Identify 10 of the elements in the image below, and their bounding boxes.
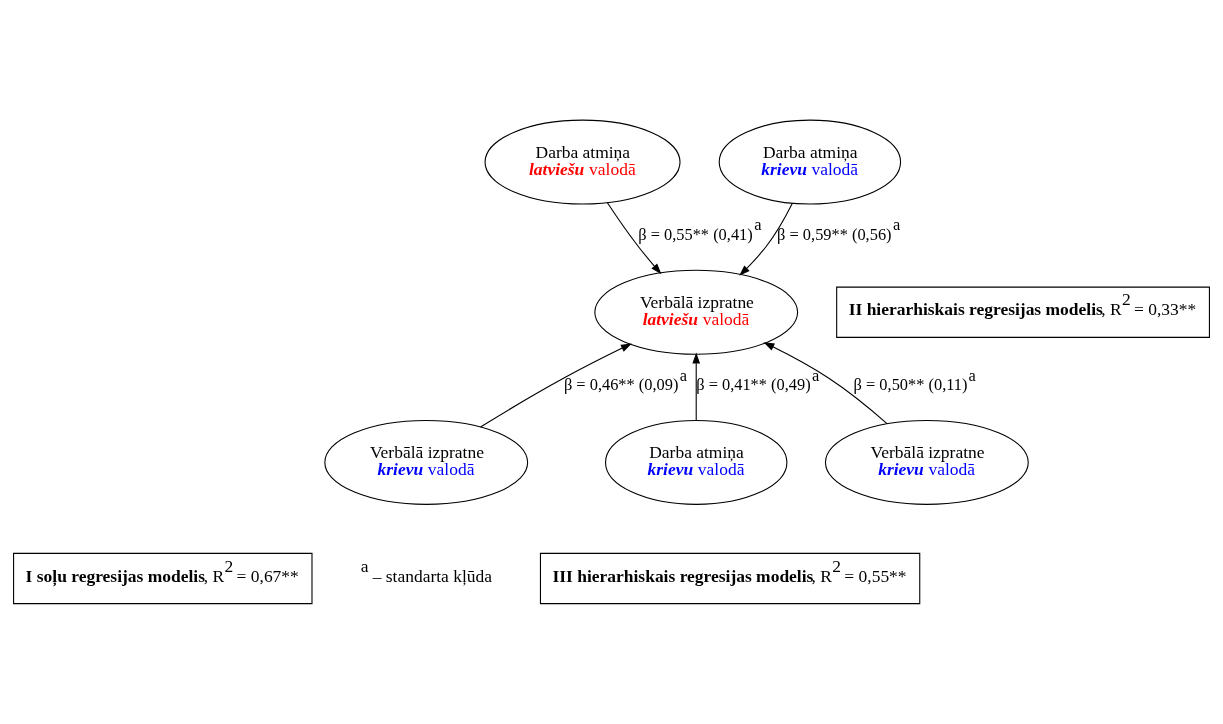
node-ellipse: Darba atmiņa krievu valodā	[718, 119, 902, 205]
arrow	[763, 342, 888, 425]
node-ellipse: Darba atmiņa krievu valodā	[605, 419, 788, 505]
arrow	[739, 202, 793, 276]
node-ellipse: Darba atmiņa latviešu valodā	[484, 119, 681, 205]
arrow	[606, 202, 662, 275]
node-ellipse: Verbālā izpratne krievu valodā	[824, 419, 1029, 505]
arrow	[692, 352, 701, 422]
node-ellipse: Verbālā izpratne krievu valodā	[324, 419, 529, 505]
arrow	[480, 343, 632, 428]
